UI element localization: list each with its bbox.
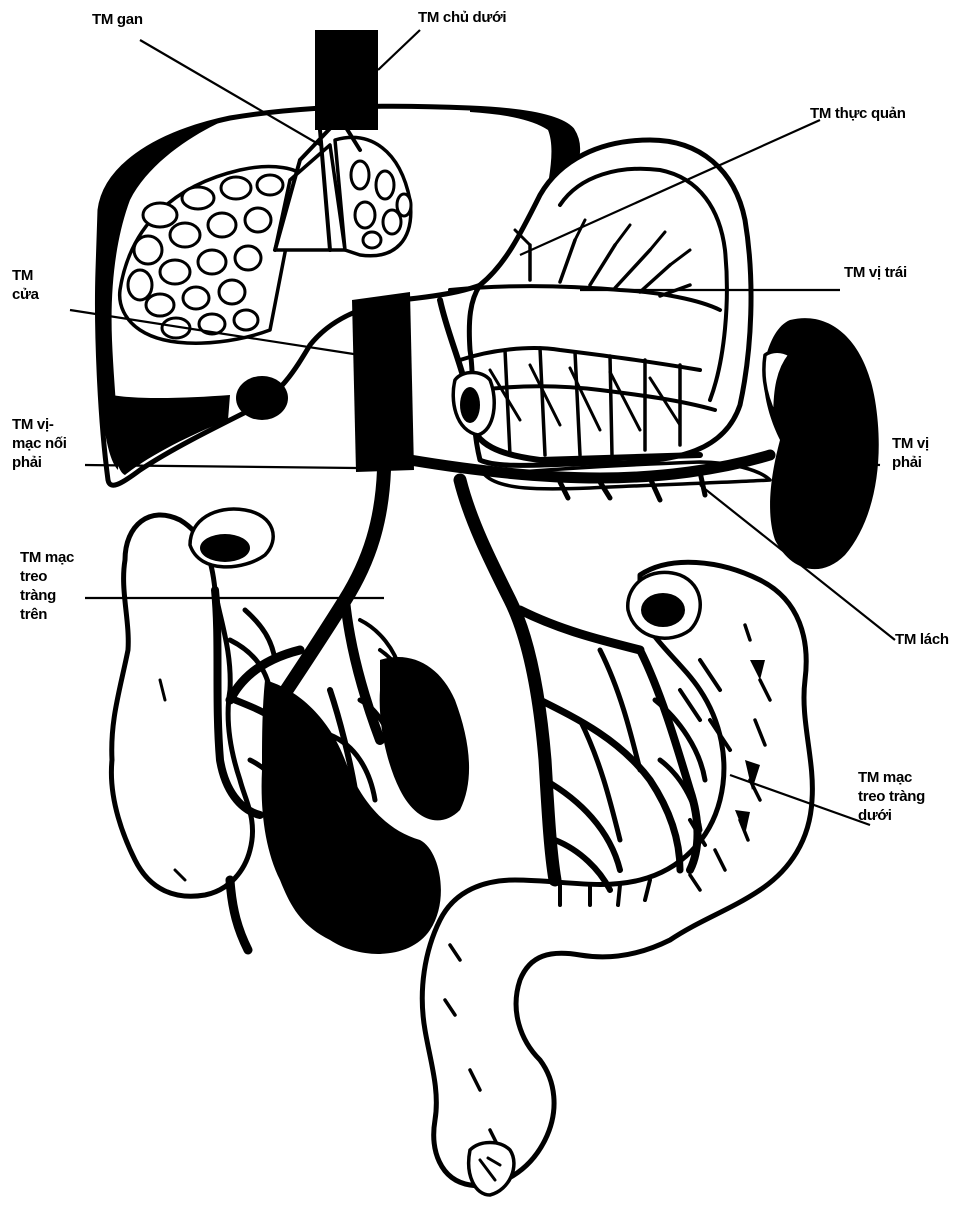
label-hepatic-vein: TM gan [92,10,212,29]
inferior-vena-cava [315,30,378,130]
label-esophageal-vein: TM thực quản [810,104,970,123]
colon-organ [422,562,812,1195]
inferior-mesenteric-vein [460,480,730,905]
portal-vein-trunk [352,292,414,472]
label-inferior-vena-cava: TM chủ dưới [418,8,558,27]
label-left-gastric-vein: TM vị trái [844,263,974,282]
spleen-organ [764,318,879,569]
label-splenic-vein: TM lách [895,630,979,649]
